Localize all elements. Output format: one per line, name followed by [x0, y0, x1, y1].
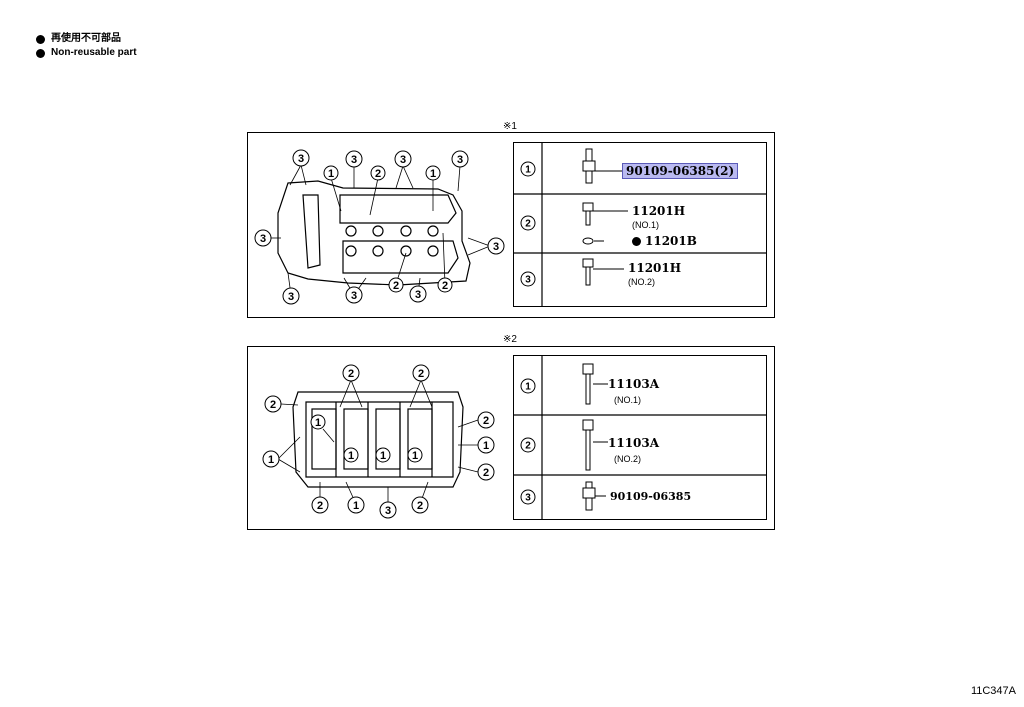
legend-row-jp: 再使用不可部品	[36, 32, 137, 46]
svg-text:2: 2	[442, 280, 448, 292]
part-number[interactable]: 11103A	[608, 436, 660, 450]
svg-text:2: 2	[270, 399, 276, 411]
svg-text:2: 2	[417, 500, 423, 512]
part-sub-label: (NO.1)	[632, 220, 659, 230]
svg-text:2: 2	[348, 368, 354, 380]
part-sub-label: (NO.2)	[628, 277, 655, 287]
part-sub-label: (NO.2)	[614, 454, 641, 464]
figure-code: 11C347A	[970, 685, 1016, 697]
part-number[interactable]: 11201B	[645, 234, 697, 248]
svg-text:3: 3	[351, 154, 357, 166]
part-number[interactable]: 90109-06385(2)	[622, 163, 739, 179]
svg-text:3: 3	[260, 233, 266, 245]
svg-text:1: 1	[328, 168, 334, 180]
camshaft-housing-diagram: 2 2 2 1 1 2 1 2 1 1 1 2 1 3 2	[262, 364, 495, 519]
callout-labels: 3 3 3 3 1 2 1 3 3 3 3 2 3 2	[254, 149, 505, 305]
svg-text:3: 3	[351, 290, 357, 302]
svg-text:3: 3	[493, 241, 499, 253]
svg-text:2: 2	[375, 168, 381, 180]
svg-text:3: 3	[415, 289, 421, 301]
part-number[interactable]: 11103A	[608, 377, 660, 391]
svg-text:3: 3	[385, 505, 391, 517]
svg-text:1: 1	[380, 450, 386, 462]
part-number[interactable]: 11201H	[628, 261, 682, 275]
non-reusable-dot-icon	[36, 48, 45, 58]
svg-text:1: 1	[268, 454, 274, 466]
svg-text:1: 1	[483, 440, 489, 452]
row-num: 1	[525, 165, 531, 176]
legend-text-jp: 再使用不可部品	[51, 33, 121, 44]
row-num: 3	[525, 275, 531, 286]
svg-text:3: 3	[400, 154, 406, 166]
svg-text:3: 3	[298, 153, 304, 165]
svg-text:2: 2	[483, 415, 489, 427]
part-number[interactable]: 90109-06385	[610, 490, 692, 503]
svg-text:1: 1	[430, 168, 436, 180]
svg-text:2: 2	[393, 280, 399, 292]
section1-table-grid: 1 2 3	[514, 143, 766, 306]
section2-table-grid: 1 2 3	[514, 356, 766, 519]
svg-text:2: 2	[483, 467, 489, 479]
section2-parts-table: 1 2 3 11103A (NO.1) 11103A (NO.2) 90109-…	[513, 355, 767, 520]
svg-text:2: 2	[418, 368, 424, 380]
legend-text-en: Non-reusable part	[51, 47, 137, 58]
svg-text:1: 1	[412, 450, 418, 462]
section2-marker: ※2	[503, 334, 517, 345]
section2-panel: 2 2 2 1 1 2 1 2 1 1 1 2 1 3 2	[247, 346, 775, 530]
section1-panel: 3 3 3 3 1 2 1 3 3 3 3 2 3 2	[247, 132, 775, 318]
svg-text:1: 1	[353, 500, 359, 512]
section1-marker: ※1	[503, 121, 517, 132]
non-reusable-dot-icon	[632, 237, 641, 246]
row-num: 3	[525, 493, 531, 504]
legend-row-en: Non-reusable part	[36, 46, 137, 60]
svg-text:3: 3	[457, 154, 463, 166]
svg-text:1: 1	[348, 450, 354, 462]
row-num: 2	[525, 441, 531, 452]
row-num: 1	[525, 382, 531, 393]
legend: 再使用不可部品 Non-reusable part	[36, 32, 137, 60]
part-sub-label: (NO.1)	[614, 395, 641, 405]
row-num: 2	[525, 219, 531, 230]
svg-text:2: 2	[317, 500, 323, 512]
non-reusable-dot-icon	[36, 34, 45, 44]
part-number[interactable]: 11201H	[632, 204, 686, 218]
cylinder-head-cover-diagram: 3 3 3 3 1 2 1 3 3 3 3 2 3 2	[254, 149, 505, 305]
svg-text:3: 3	[288, 291, 294, 303]
svg-text:1: 1	[315, 417, 321, 429]
section1-parts-table: 1 2 3 90109-06385(2) 11201H (NO.1) 11201…	[513, 142, 767, 307]
highlighted-part-number[interactable]: 90109-06385(2)	[622, 163, 739, 179]
